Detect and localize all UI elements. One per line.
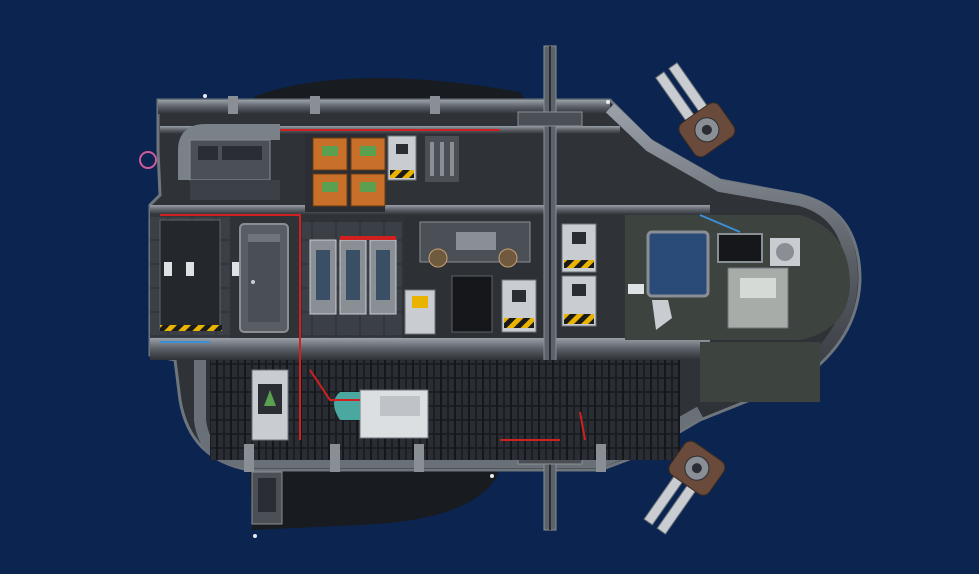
bottom-airlock[interactable] [251,471,283,525]
crate-icon[interactable] [312,173,348,207]
data-wiring [160,214,741,343]
junction-box-icon[interactable] [404,289,436,335]
lower-deck-floor [150,338,710,360]
upper-hatch[interactable] [517,111,583,127]
door-switch-icon[interactable] [232,262,240,276]
airlock-room[interactable] [150,215,240,338]
command-room[interactable] [625,215,850,340]
wiring [160,129,586,441]
reactor-room[interactable] [404,215,545,338]
crate-icon[interactable] [350,173,386,207]
reactor-icon[interactable] [419,221,531,268]
crate-icon[interactable] [312,137,348,171]
nose-pipe [605,103,859,418]
battery-icon[interactable] [369,239,397,315]
junction-box-icon[interactable] [501,279,537,333]
helm-chair-icon[interactable] [652,300,672,330]
monitor-screen[interactable] [717,233,763,263]
mid-deck-floor [150,205,710,215]
junction-box-icon[interactable] [561,223,597,273]
fabricator-machine[interactable] [425,136,459,182]
ballast-silhouette-bottom [250,470,500,530]
airlock-switch-icon[interactable] [164,262,172,276]
navigation-window [646,230,710,298]
junction-box-icon[interactable] [387,135,417,181]
reactor-doorway[interactable] [451,275,493,333]
top-hull-pipe [158,100,610,114]
hull-studs [228,96,606,472]
vent-fan-icon [770,238,800,266]
battery-room[interactable] [302,222,402,338]
sonar-dish-icon[interactable] [139,151,157,169]
crate-icon[interactable] [350,137,386,171]
sonar-console[interactable] [189,139,280,200]
corner-pipe-loop [178,124,280,180]
weapon-turret-bottom[interactable] [636,438,728,541]
oxygen-generator[interactable] [251,369,289,441]
airlock-switch-icon[interactable] [186,262,194,276]
junction-box-icon[interactable] [561,275,597,327]
battery-icon[interactable] [309,239,337,315]
weapon-turret-top[interactable] [646,57,738,160]
crate-storage-room[interactable] [305,134,386,212]
lower-hold-wall [700,342,820,402]
door-switch-icon[interactable] [628,284,644,294]
control-console[interactable] [727,267,789,329]
airlock-door[interactable] [239,223,289,333]
hazard-stripe [160,325,222,331]
hull-lights [203,94,610,538]
battery-icon[interactable] [339,239,367,315]
